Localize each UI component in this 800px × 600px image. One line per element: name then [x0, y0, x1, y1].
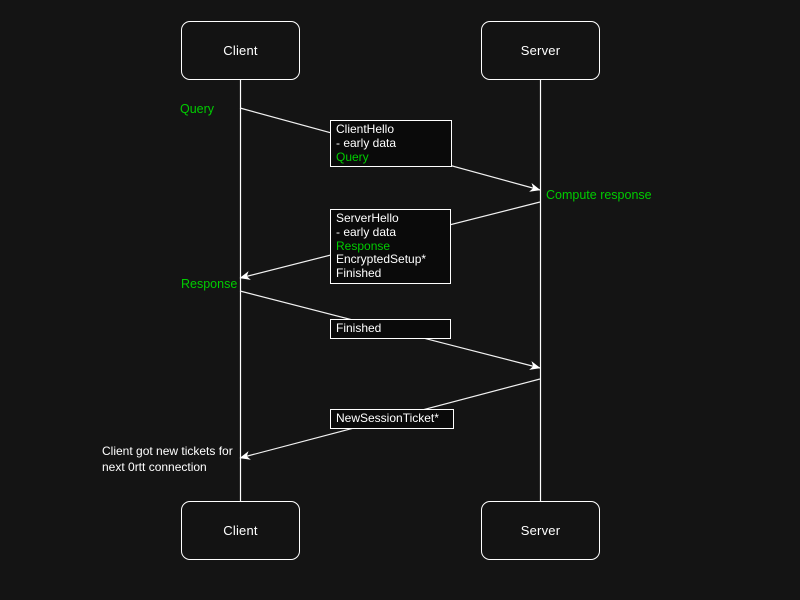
actor-client-bottom: Client — [181, 501, 300, 560]
message-box-finished: Finished — [330, 319, 451, 339]
message-box-newsessionticket: NewSessionTicket* — [330, 409, 454, 429]
message-line-response: Response — [336, 238, 391, 253]
message-line: Finished — [336, 321, 382, 335]
actor-client-top: Client — [181, 21, 300, 80]
actor-server-top-label: Server — [520, 43, 561, 58]
message-line-query: Query — [336, 149, 369, 164]
actor-client-top-label: Client — [223, 43, 258, 58]
message-box-clienthello: ClientHello - early data Query — [330, 120, 452, 168]
note-line-2: next 0rtt connection — [102, 459, 207, 474]
actor-server-top: Server — [481, 21, 600, 80]
actor-server-bottom: Server — [481, 501, 600, 560]
message-line: NewSessionTicket* — [336, 411, 439, 425]
actor-server-bottom-label: Server — [520, 523, 561, 538]
label-compute-response: Compute response — [546, 188, 652, 202]
actor-client-bottom-label: Client — [223, 523, 258, 538]
message-line: - early data — [336, 135, 397, 150]
message-line: ServerHello — [336, 211, 399, 225]
note-line-1: Client got new tickets for — [102, 444, 233, 458]
label-query: Query — [180, 102, 215, 116]
message-line: Finished — [336, 266, 382, 281]
message-line: EncryptedSetup* — [336, 252, 427, 267]
message-line: - early data — [336, 224, 397, 239]
message-line: ClientHello — [336, 122, 395, 136]
note-new-tickets: Client got new tickets for next 0rtt con… — [102, 444, 233, 475]
message-box-serverhello: ServerHello - early data Response Encryp… — [330, 209, 451, 284]
label-response: Response — [181, 277, 238, 291]
